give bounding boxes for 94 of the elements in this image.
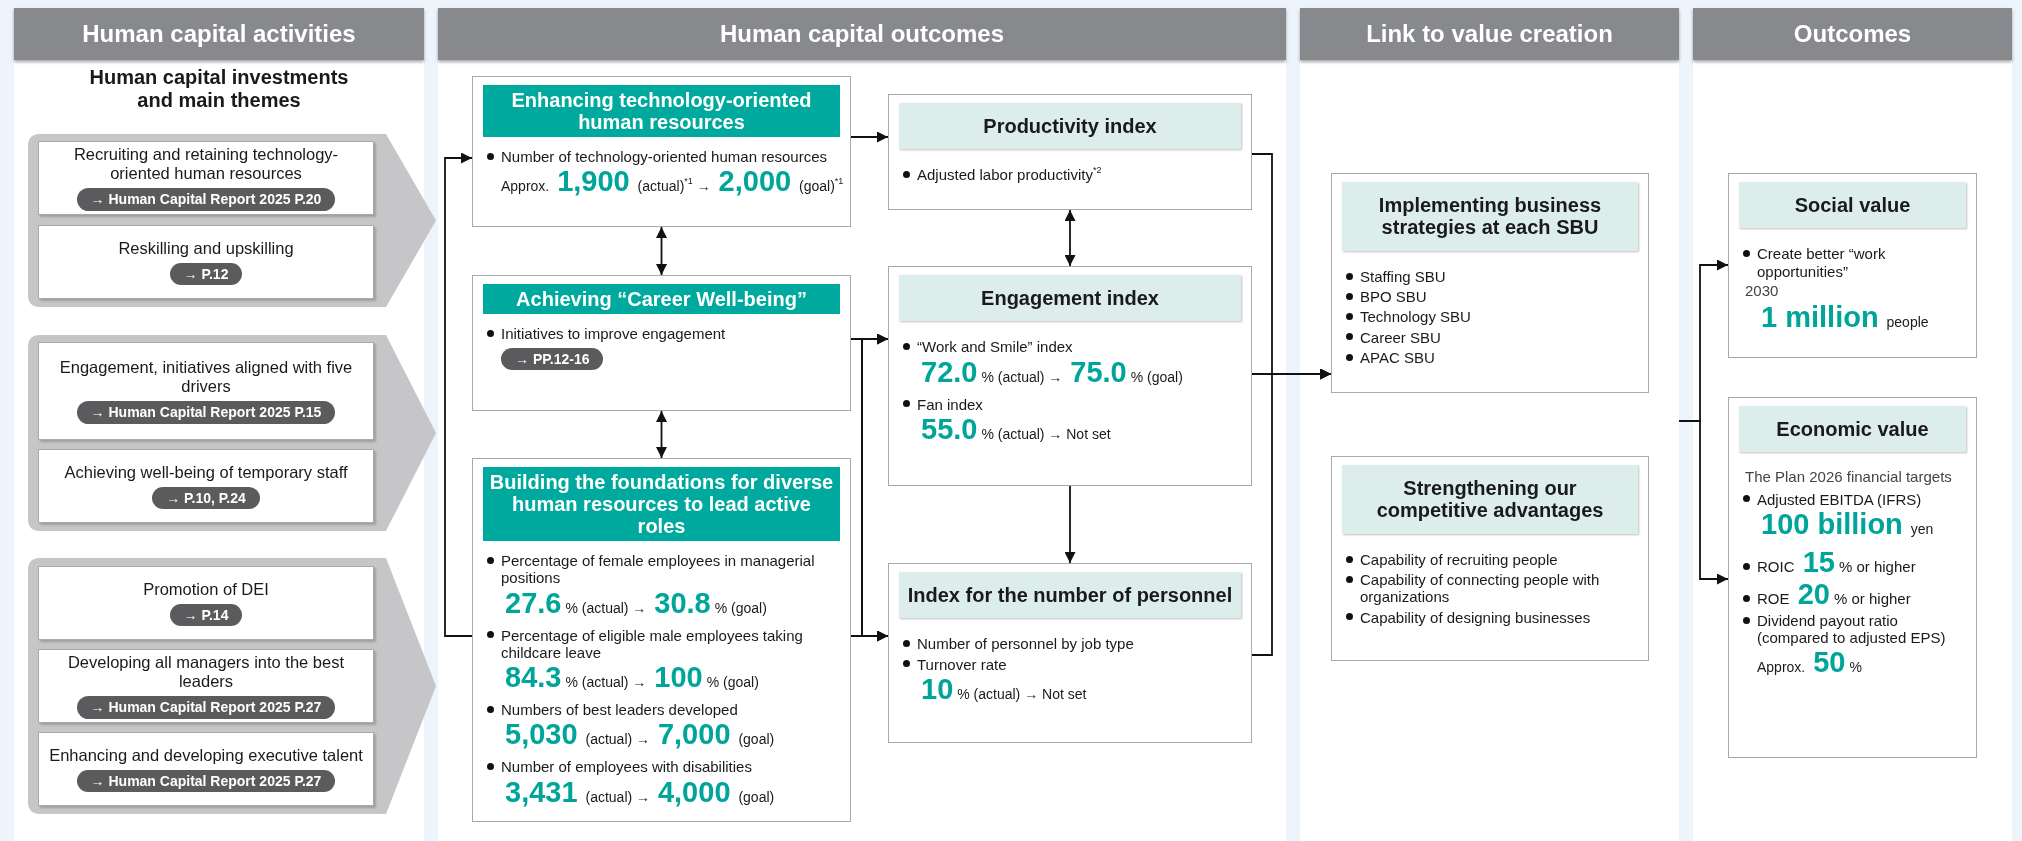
content-box	[38, 141, 374, 215]
theme-title: Reskilling and upskilling	[118, 238, 294, 258]
column-header: Outcomes	[1693, 8, 2012, 60]
metric-value: 55.0% (actual) → Not set	[920, 412, 1112, 447]
bullet-item: ROE 20% or higher	[1739, 579, 1966, 609]
content-box	[1728, 397, 1977, 758]
box-heading: Economic value	[1739, 406, 1966, 453]
bullet-item: BPO SBU	[1342, 288, 1638, 306]
connector-arrow	[850, 131, 889, 143]
metric-value: 1 million people	[1760, 301, 1930, 336]
theme-title: Enhancing and developing executive talent	[49, 745, 363, 765]
connector-arrow	[444, 152, 473, 637]
bullet-item: Number of personnel by job type	[899, 635, 1241, 653]
content-box	[1728, 173, 1977, 358]
content-box	[38, 732, 374, 806]
box-heading: Engagement index	[899, 275, 1241, 322]
bullet-item: Number of employees with disabilities	[483, 758, 840, 776]
bullet-item: Technology SBU	[1342, 308, 1638, 326]
bullet-item: Create better “work opportunities”	[1739, 245, 1966, 280]
connector-arrow	[656, 410, 667, 459]
column-panel	[438, 8, 1286, 841]
connector-arrow	[1064, 209, 1076, 267]
content-box	[1331, 173, 1649, 393]
content-box	[888, 563, 1252, 743]
page-reference: → Human Capital Report 2025 P.20	[76, 188, 336, 211]
bullet-item: “Work and Smile” index	[899, 338, 1241, 356]
theme-title: Engagement, initiatives aligned with five drivers	[58, 358, 354, 397]
box-heading: Productivity index	[899, 103, 1241, 150]
content-box	[888, 266, 1252, 486]
page-reference: → Human Capital Report 2025 P.15	[76, 401, 336, 424]
bullet-item: ROIC 15% or higher	[1739, 547, 1966, 577]
metric-value: 72.0% (actual) → 75.0% (goal)	[920, 355, 1184, 390]
content-box	[472, 275, 851, 411]
content-box	[472, 76, 851, 227]
content-box	[38, 342, 374, 440]
bullet-item: Initiatives to improve engagement	[483, 325, 840, 343]
page-reference: → PP.12-16	[501, 348, 604, 371]
page-reference: → P.14	[169, 603, 243, 627]
note-text: The Plan 2026 financial targets	[1744, 468, 1953, 486]
metric-value: 10% (actual) → Not set	[920, 672, 1088, 707]
box-heading: Strengthening our competitive advantages	[1342, 465, 1638, 534]
bullet-item: Dividend payout ratio (compared to adjusted EPS)	[1739, 611, 1966, 647]
connector-arrow	[1251, 368, 1332, 656]
metric-value: 27.6% (actual) → 30.8% (goal)	[504, 586, 768, 621]
bullet-item: Staffing SBU	[1342, 267, 1638, 286]
box-heading: Enhancing technology-oriented human resources	[483, 85, 840, 137]
bullet-item: Capability of connecting people with organizations	[1342, 571, 1638, 606]
box-heading: Building the foundations for diverse human resources to lead active roles	[483, 467, 840, 541]
connector-arrow	[850, 630, 889, 642]
bullet-item: APAC SBU	[1342, 348, 1638, 367]
column-header: Human capital activities	[14, 8, 424, 60]
bullet-item: Percentage of female employees in managerial positions	[483, 552, 840, 587]
content-box	[38, 449, 374, 523]
content-box	[38, 649, 374, 723]
column-header: Link to value creation	[1300, 8, 1679, 60]
bullet-item: Numbers of best leaders developed	[483, 701, 840, 719]
metric-value: Approx. 50%	[1756, 646, 1863, 681]
column-header: Human capital outcomes	[438, 8, 1286, 60]
bullet-item: Adjusted EBITDA (IFRS)	[1739, 490, 1966, 508]
box-heading: Index for the number of personnel	[899, 572, 1241, 619]
content-box	[888, 94, 1252, 210]
bullet-item: Percentage of eligible male employees taking childcare leave	[483, 626, 840, 661]
metric-value: 3,431 (actual) → 4,000 (goal)	[504, 775, 776, 810]
metric-value: 100 billion yen	[1761, 507, 1935, 542]
bullet-item: Adjusted labor productivity$^{*2}$	[899, 166, 1241, 184]
theme-title: Achieving well-being of temporary staff	[64, 462, 348, 482]
content-box	[1331, 456, 1649, 661]
page-reference: → P.12	[169, 262, 243, 286]
theme-title: Developing all managers into the best leaders	[66, 653, 346, 692]
column-panel	[1300, 8, 1679, 841]
theme-title: Recruiting and retaining technology-oriented human resources	[72, 145, 340, 184]
page-reference: → P.10, P.24	[152, 486, 260, 510]
content-box	[38, 566, 374, 640]
box-heading: Achieving “Career Well-being”	[483, 284, 840, 314]
box-heading: Social value	[1739, 182, 1966, 229]
section-heading: Human capital investments and main themes	[88, 66, 350, 112]
connector-arrow	[1064, 485, 1076, 564]
column-panel	[1693, 8, 2012, 841]
bullet-item: Turnover rate	[899, 655, 1241, 673]
metric-value: 84.3% (actual) → 100% (goal)	[504, 661, 760, 695]
connector-arrow	[656, 226, 667, 276]
bullet-item: Career SBU	[1342, 328, 1638, 346]
theme-title: Promotion of DEI	[143, 579, 269, 599]
bullet-item: Capability of designing businesses	[1342, 608, 1638, 626]
content-box	[472, 458, 851, 822]
bullet-item: Capability of recruiting people	[1342, 550, 1638, 569]
bullet-item: Number of technology-oriented human resources	[483, 148, 840, 166]
page-reference: → Human Capital Report 2025 P.27	[76, 769, 336, 793]
box-heading: Implementing business strategies at each SBU	[1342, 182, 1638, 251]
bullet-item: Fan index	[899, 395, 1241, 413]
metric-value: 5,030 (actual) → 7,000 (goal)	[504, 718, 776, 753]
page-reference: → Human Capital Report 2025 P.27	[76, 696, 336, 719]
content-box	[38, 225, 374, 299]
note-text: 2030	[1744, 281, 1780, 300]
